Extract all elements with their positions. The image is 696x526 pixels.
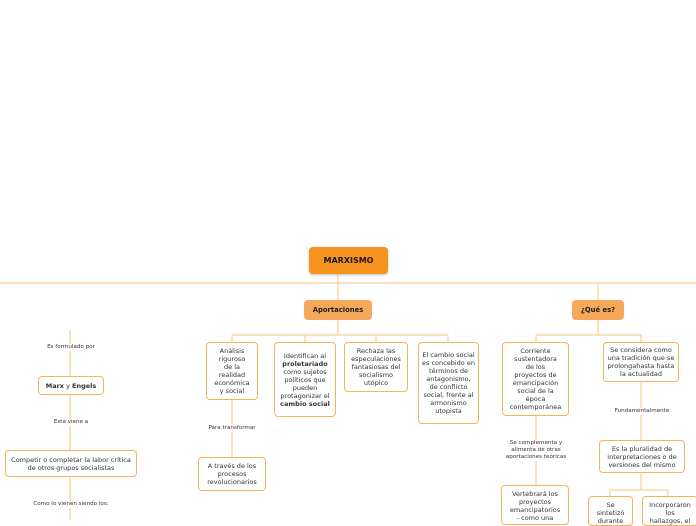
node-proletariado[interactable]: Identifican al proletariado como sujetos… (274, 342, 336, 417)
node-rechaza[interactable]: Rechaza las especulaciones fantasiosas d… (344, 342, 408, 392)
branch-aportaciones[interactable]: Aportaciones (304, 300, 372, 320)
connector-formulado-por: Es formulado por (36, 344, 106, 351)
node-incorporaron[interactable]: Incorporaron los hallazgos, el (642, 496, 696, 526)
node-procesos[interactable]: A través de los procesos revolucionarios (198, 457, 266, 491)
node-tradicion[interactable]: Se considera como una tradición que se p… (603, 342, 679, 382)
connector-esta-viene: Esta viene a (40, 419, 102, 426)
connector-fundamentalmente: Fundamentalmente (608, 408, 676, 415)
node-analisis[interactable]: Análisis riguroso de la realidad económi… (206, 342, 258, 400)
connector-para-transformar: Para transformar (198, 425, 266, 432)
node-pluralidad[interactable]: Es la pluralidad de interpretaciones o d… (599, 440, 685, 473)
node-cambio[interactable]: El cambio social es concebido en término… (418, 342, 479, 424)
node-sintetizo[interactable]: Se sintetizó durante (588, 496, 633, 526)
node-competir[interactable]: Competir o completar la labor crítica de… (5, 450, 137, 477)
connector-se-complementa: Se complementa y alimenta de otras aport… (500, 440, 572, 461)
branch-que-es-label: ¿Qué es? (580, 306, 616, 314)
node-vertebrara[interactable]: Vertebrará los proyectos emancipatorios … (501, 485, 569, 525)
branch-que-es[interactable]: ¿Qué es? (572, 300, 624, 320)
node-marx-engels[interactable]: Marx y Engels (38, 376, 104, 395)
node-corriente[interactable]: Corriente sustentadora de los proyectos … (502, 342, 569, 416)
root-node-marxismo[interactable]: MARXISMO (309, 247, 388, 274)
root-label: MARXISMO (323, 256, 374, 265)
branch-aportaciones-label: Aportaciones (312, 306, 364, 314)
connector-como-lo: Como lo vienen siendo los: (20, 501, 122, 508)
